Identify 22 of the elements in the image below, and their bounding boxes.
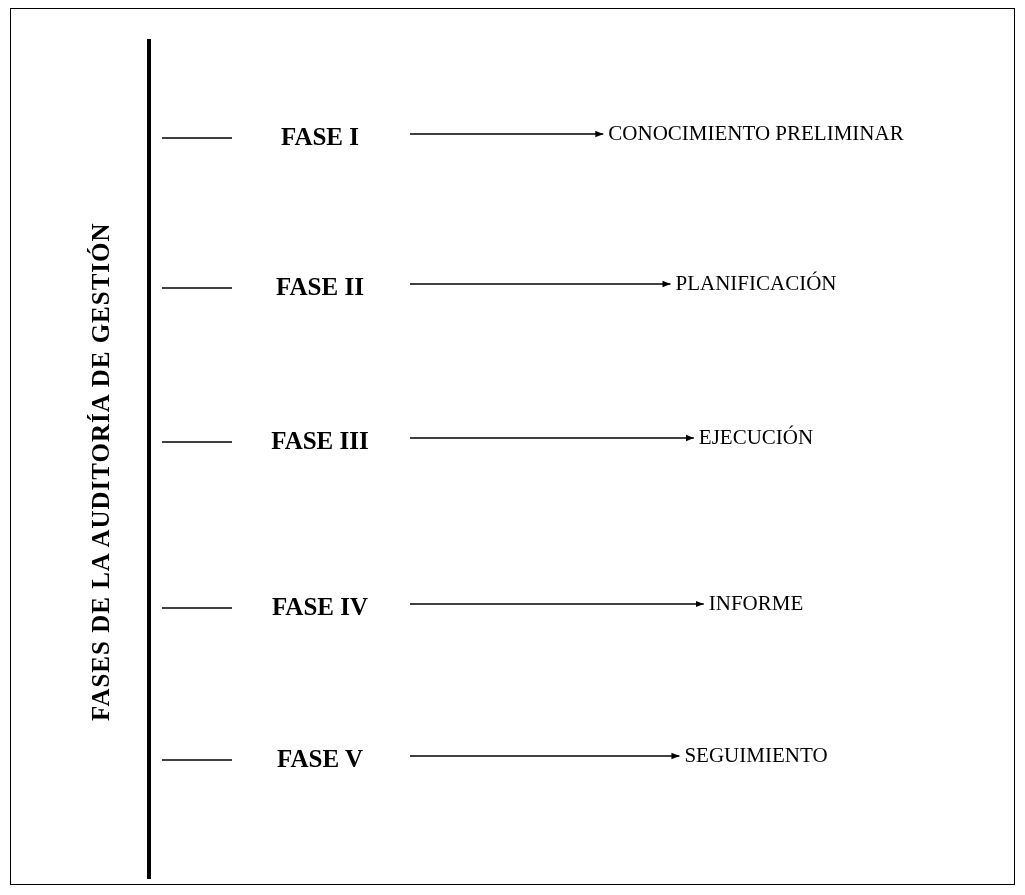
- phase-description: INFORME: [708, 589, 804, 617]
- phase-label: FASE V: [277, 744, 363, 775]
- connector-line: [161, 607, 233, 609]
- phase-label: FASE III: [271, 426, 369, 457]
- arrow: [409, 434, 695, 442]
- arrow: [409, 280, 672, 288]
- vertical-title: FASES DE LA AUDITORÍA DE GESTIÓN: [86, 221, 116, 724]
- arrow: [409, 600, 705, 608]
- phase-description: SEGUIMIENTO: [684, 741, 828, 769]
- phase-label: FASE I: [281, 122, 359, 153]
- connector-line: [161, 137, 233, 139]
- connector-line: [161, 759, 233, 761]
- phase-description: PLANIFICACIÓN: [675, 269, 837, 297]
- phase-description: CONOCIMIENTO PRELIMINAR: [608, 119, 904, 147]
- connector-line: [161, 287, 233, 289]
- arrow: [409, 752, 681, 760]
- vertical-bar: [147, 39, 151, 879]
- phase-label: FASE IV: [271, 592, 369, 623]
- arrow: [409, 130, 604, 138]
- phase-description: EJECUCIÓN: [698, 423, 814, 451]
- phase-label: FASE II: [276, 272, 364, 303]
- connector-line: [161, 441, 233, 443]
